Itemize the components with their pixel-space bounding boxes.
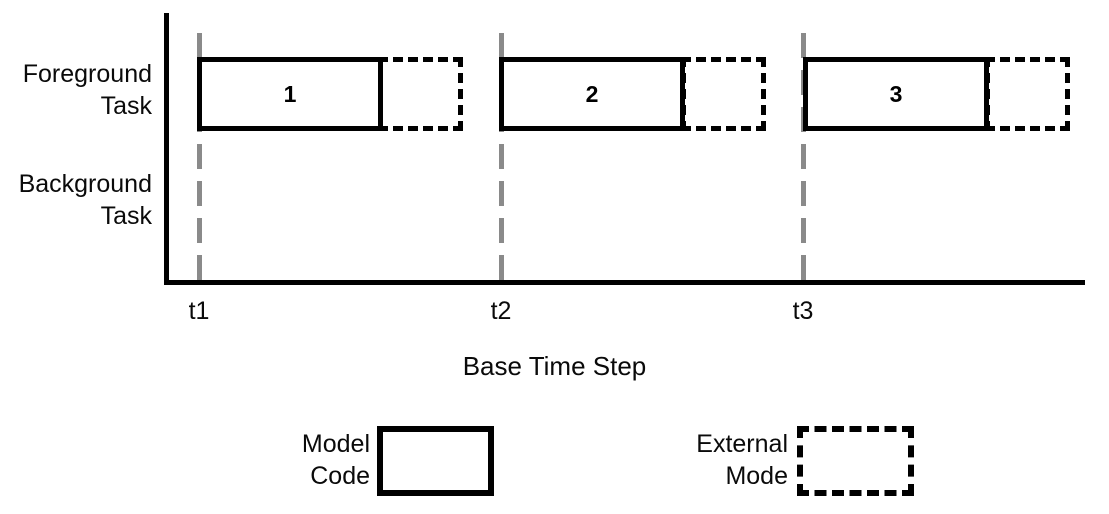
y-axis-line [164,13,169,285]
external-mode-block-2 [681,57,766,131]
model-code-block-3: 3 [803,57,989,131]
legend-label-model-code: Model Code [301,430,370,490]
x-axis-line [164,280,1085,285]
external-mode-block-3 [985,57,1070,131]
legend-label-external-mode: External Mode [696,430,788,490]
row-label-foreground-task: Foreground Task [22,60,152,120]
model-code-block-1: 1 [197,57,383,131]
tick-label-t2: t2 [490,297,512,325]
bar-number-1: 1 [283,81,297,107]
bar-number-3: 3 [889,81,903,107]
bar-number-2: 2 [585,81,599,107]
legend-swatch-model-code [377,426,494,496]
external-mode-block-1 [378,57,463,131]
legend-swatch-external-mode [797,426,914,496]
tick-label-t1: t1 [188,297,210,325]
gridline-t3 [801,33,806,285]
tick-label-t3: t3 [792,297,814,325]
model-code-block-2: 2 [499,57,685,131]
x-axis-title: Base Time Step [462,351,647,381]
gridline-t2 [499,33,504,285]
row-label-background-task: Background Task [18,170,152,230]
gridline-t1 [197,33,202,285]
